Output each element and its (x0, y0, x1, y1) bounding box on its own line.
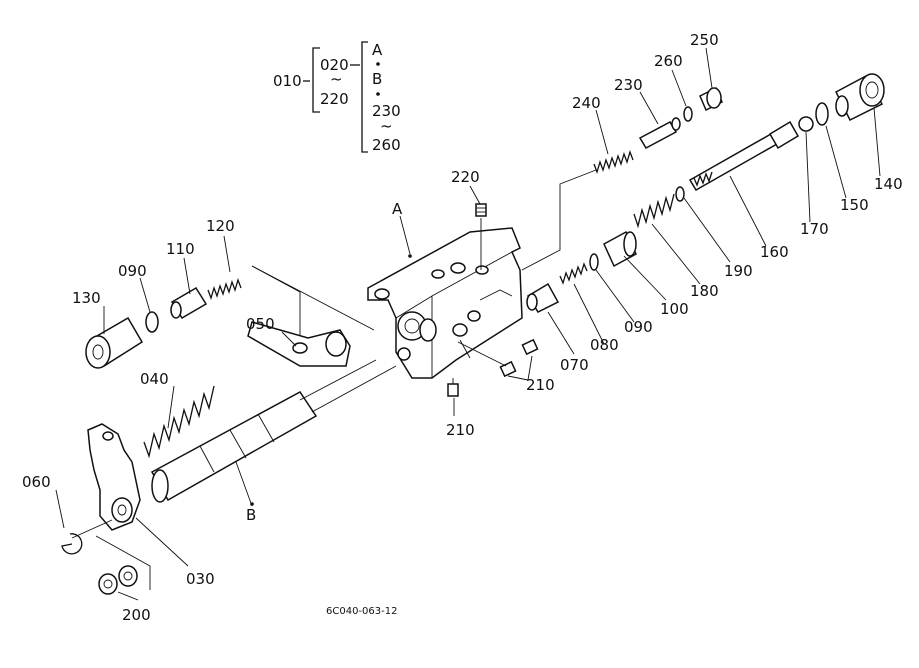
part-140-plug (835, 73, 885, 122)
callout-060: 060 (22, 473, 51, 491)
legend: 010 020 ~ 220 A B 230 ~ 260 (273, 41, 401, 154)
part-230-fitting (638, 117, 681, 149)
callout-labels: 250 260 230 240 220 A 120 110 090 130 05… (22, 31, 903, 624)
legend-range-a-sep: ~ (330, 70, 343, 88)
part-b-shaft (150, 359, 397, 503)
legend-range-a-start: 020 (320, 56, 349, 74)
part-180-spring (633, 193, 675, 229)
callout-200: 200 (122, 606, 151, 624)
drawing-code: 6C040-063-12 (326, 606, 397, 617)
callout-150: 150 (840, 196, 869, 214)
callout-140: 140 (874, 175, 903, 193)
callout-180: 180 (690, 282, 719, 300)
callout-220: 220 (451, 168, 480, 186)
part-150-o-ring (815, 102, 829, 126)
part-070-poppet (526, 282, 560, 313)
callout-250: 250 (690, 31, 719, 49)
callout-260: 260 (654, 52, 683, 70)
callout-090-right: 090 (624, 318, 653, 336)
part-200-nuts (95, 535, 151, 595)
legend-ref-a: A (372, 41, 383, 59)
callout-210-lower: 210 (446, 421, 475, 439)
callout-090-left: 090 (118, 262, 147, 280)
part-210-plugs (447, 338, 539, 397)
part-110-piston (170, 286, 208, 320)
part-260-o-ring (683, 106, 693, 122)
callout-080: 080 (590, 336, 619, 354)
part-030-lever (87, 423, 141, 531)
callout-070: 070 (560, 356, 589, 374)
part-250-plug (699, 86, 723, 112)
legend-range-b-sep: ~ (380, 117, 393, 135)
part-170-ball (798, 116, 814, 132)
callout-040: 040 (140, 370, 169, 388)
legend-root: 010 (273, 72, 302, 90)
callout-230: 230 (614, 76, 643, 94)
part-240-spring (593, 149, 634, 175)
legend-range-b-start: 230 (372, 102, 401, 120)
part-130-plug (85, 316, 144, 369)
callout-110: 110 (166, 240, 195, 258)
callout-130: 130 (72, 289, 101, 307)
callout-050: 050 (246, 315, 275, 333)
part-060-clip (61, 533, 83, 555)
part-080-spring (559, 262, 588, 285)
legend-range-a-end: 220 (320, 90, 349, 108)
part-090-right-o-ring (589, 253, 599, 271)
legend-ref-b: B (372, 70, 382, 88)
part-050-bracket (247, 321, 351, 367)
part-100-piston (603, 230, 637, 268)
callout-240: 240 (572, 94, 601, 112)
callout-a: A (392, 200, 403, 218)
callout-100: 100 (660, 300, 689, 318)
callout-b: B (246, 506, 256, 524)
callout-160: 160 (760, 243, 789, 261)
part-040-spring (143, 385, 215, 459)
callout-170: 170 (800, 220, 829, 238)
callout-210-right: 210 (526, 376, 555, 394)
callout-120: 120 (206, 217, 235, 235)
leader-lines (55, 47, 881, 601)
part-090-left-o-ring (145, 311, 159, 333)
callout-030: 030 (186, 570, 215, 588)
part-190-o-ring (675, 186, 685, 202)
part-220-plug (475, 203, 487, 270)
part-160-rod (688, 120, 800, 192)
part-120-spring (207, 277, 242, 301)
legend-range-b-end: 260 (372, 136, 401, 154)
callout-190: 190 (724, 262, 753, 280)
valve-body (367, 227, 523, 379)
